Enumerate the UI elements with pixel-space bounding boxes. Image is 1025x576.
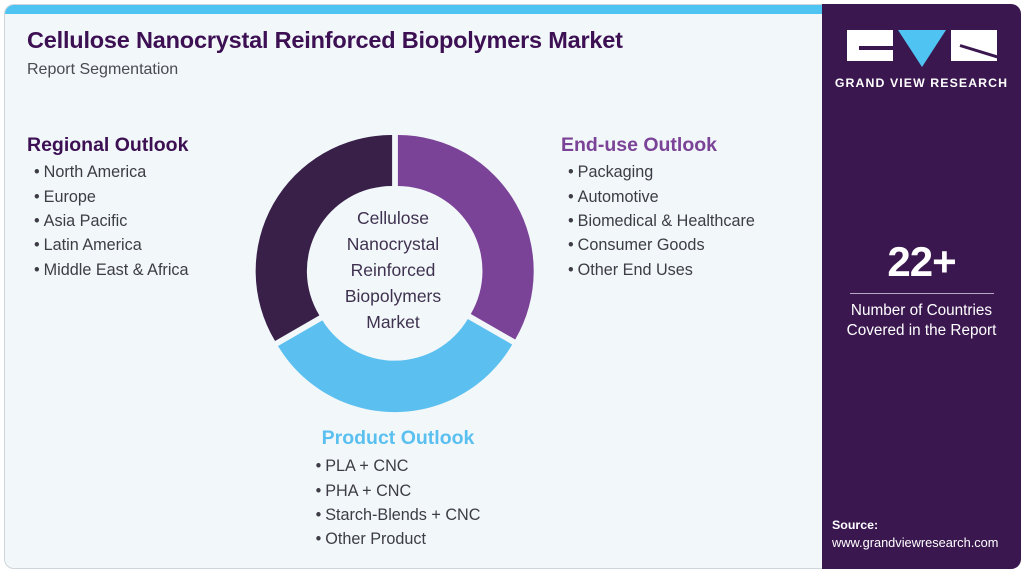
list-item: •Biomedical & Healthcare: [568, 209, 821, 233]
bullet-icon: •: [315, 481, 322, 500]
list-item-label: Biomedical & Healthcare: [577, 211, 755, 230]
stat-label-line: Number of Countries: [850, 302, 993, 320]
stat-value: 22+: [887, 238, 956, 285]
bullet-icon: •: [568, 211, 574, 230]
donut-chart: Cellulose Nanocrystal Reinforced Biopoly…: [246, 127, 540, 415]
list-item-label: Other End Uses: [577, 260, 693, 279]
header: Cellulose Nanocrystal Reinforced Biopoly…: [27, 27, 817, 79]
page-title: Cellulose Nanocrystal Reinforced Biopoly…: [27, 27, 623, 53]
bullet-icon: •: [568, 187, 574, 206]
list-item: •Europe: [34, 185, 267, 209]
list-item-label: Europe: [43, 187, 96, 206]
list-item-label: Middle East & Africa: [43, 260, 189, 279]
bullet-icon: •: [34, 187, 40, 206]
list-item: •PLA + CNC: [316, 454, 481, 478]
list-item: •Asia Pacific: [34, 209, 267, 233]
bullet-icon: •: [568, 236, 574, 255]
logo-wordmark: GRAND VIEW RESEARCH: [834, 76, 1009, 90]
side-panel: GRAND VIEW RESEARCH 22+ Number of Countr…: [822, 4, 1021, 569]
list-item-label: Asia Pacific: [43, 211, 128, 230]
bullet-icon: •: [568, 260, 574, 279]
list-item: •Latin America: [34, 233, 267, 257]
logo-g-icon: [846, 30, 893, 61]
enduse-outlook-list: •Packaging •Automotive •Biomedical & Hea…: [561, 160, 821, 281]
list-item: •Automotive: [568, 185, 821, 209]
bullet-icon: •: [315, 457, 322, 476]
list-item: •Other End Uses: [568, 258, 821, 282]
list-item: •Other Product: [316, 527, 481, 551]
regional-outlook-list: •North America •Europe •Asia Pacific •La…: [27, 160, 267, 281]
list-item: •North America: [34, 160, 267, 184]
bullet-icon: •: [315, 530, 322, 549]
list-item-label: Other Product: [325, 530, 427, 549]
list-item-label: PLA + CNC: [325, 457, 409, 476]
product-outlook-block: Product Outlook •PLA + CNC •PHA + CNC •S…: [253, 427, 543, 552]
donut-segment-regional: [255, 134, 393, 341]
stat-label: Number of Countries Covered in the Repor…: [822, 301, 1021, 341]
top-accent-bar: [5, 5, 1020, 14]
stat-label-line: Covered in the Report: [846, 321, 997, 339]
logo-r-icon: [950, 30, 997, 61]
stat-divider: [849, 293, 994, 295]
list-item-label: PHA + CNC: [325, 481, 412, 500]
source-title: Source:: [832, 518, 879, 532]
donut-segment-enduse: [397, 135, 534, 340]
bullet-icon: •: [34, 211, 40, 230]
bullet-icon: •: [34, 260, 40, 279]
list-item-label: Automotive: [577, 187, 659, 206]
source-url[interactable]: www.grandviewresearch.com: [832, 534, 999, 550]
enduse-outlook-heading: End-use Outlook: [561, 134, 717, 156]
page-subtitle: Report Segmentation: [27, 61, 179, 79]
list-item-label: Starch-Blends + CNC: [325, 505, 481, 524]
donut-segment-product: [278, 319, 513, 413]
product-outlook-list: •PLA + CNC •PHA + CNC •Starch-Blends + C…: [316, 454, 481, 551]
brand-logo: GRAND VIEW RESEARCH: [822, 30, 1021, 90]
list-item: •Consumer Goods: [568, 233, 821, 257]
source-block: Source: www.grandviewresearch.com: [832, 517, 1021, 551]
bullet-icon: •: [315, 505, 322, 524]
bullet-icon: •: [34, 163, 40, 182]
list-item: •Packaging: [568, 160, 821, 184]
enduse-outlook-block: End-use Outlook •Packaging •Automotive •…: [561, 134, 821, 282]
list-item: •Starch-Blends + CNC: [316, 503, 481, 527]
list-item-label: Latin America: [43, 236, 142, 255]
bullet-icon: •: [568, 163, 574, 182]
list-item: •PHA + CNC: [316, 479, 481, 503]
list-item: •Middle East & Africa: [34, 258, 267, 282]
product-outlook-heading: Product Outlook: [321, 427, 475, 449]
donut-chart-svg: [255, 134, 534, 413]
logo-v-triangle-icon: [897, 30, 946, 67]
list-item-label: Consumer Goods: [577, 236, 705, 255]
logo-marks: [822, 30, 1021, 67]
list-item-label: Packaging: [577, 163, 654, 182]
stat-block: 22+ Number of Countries Covered in the R…: [822, 238, 1021, 341]
regional-outlook-block: Regional Outlook •North America •Europe …: [27, 134, 267, 282]
regional-outlook-heading: Regional Outlook: [27, 134, 189, 156]
list-item-label: North America: [43, 163, 147, 182]
bullet-icon: •: [34, 236, 40, 255]
